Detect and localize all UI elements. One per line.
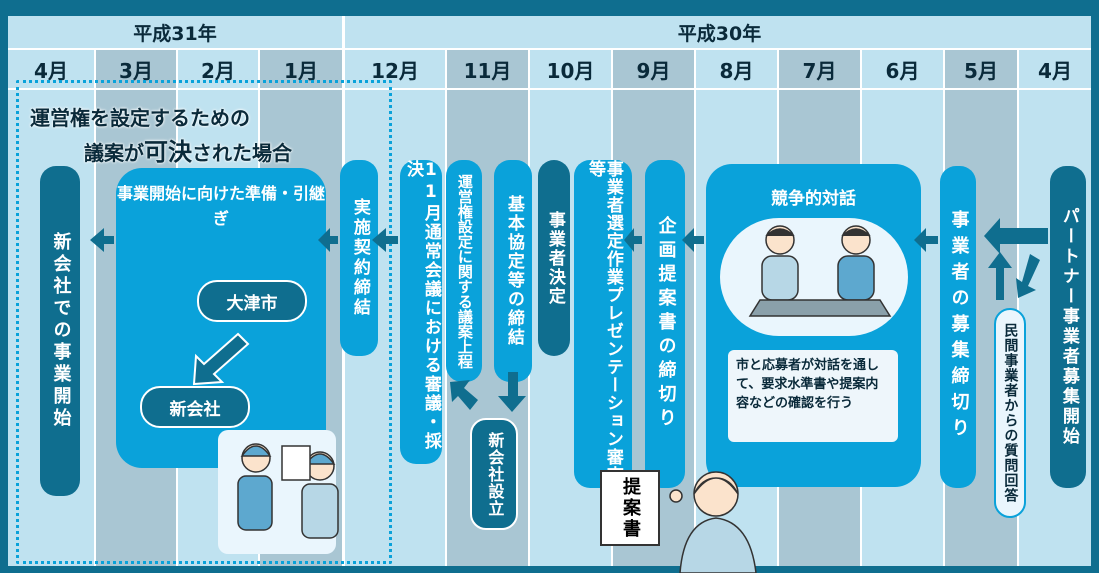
month-label: 2月 [201,58,235,83]
new-company-setup-bar: 新会社設立 [470,418,518,530]
scenario-caption-line1: 運営権を設定するための [30,106,250,130]
scenario-caption-line2: 議案が可決された場合 [84,138,292,166]
dialog-note: 市と応募者が対話を通して、要求水準書や提案内容などの確認を行う [728,350,898,442]
arrow-left [318,228,338,252]
header-divider [8,88,1091,90]
month-label: 4月 [34,58,68,83]
transfer-arrow [192,332,250,386]
contract-conclusion-bar: 実施契約締結 [340,160,378,356]
approved-emphasis: 可決 [144,138,192,166]
proposal-document: 提案書 [600,470,660,546]
recruit-deadline-bar: 事業者の募集締切り [940,166,976,488]
partner-recruit-start-bar: パートナー事業者募集開始 [1050,166,1086,488]
month-label: 1月 [284,58,318,83]
month-label: 8月 [719,58,754,83]
arrow-left [914,228,938,252]
year-label-h31: 平成31年 [8,16,342,48]
month-label: 5月 [964,58,998,83]
arrow-down [1016,254,1040,298]
meeting-people [748,225,892,317]
proposal-deadline-bar: 企画提案書の締切り [645,160,685,488]
woman-pointing-icon [669,471,757,573]
month-label: 6月 [885,58,920,83]
council-vote-bar: 11月通常会議における審議・採決 [400,160,442,464]
preparation-handover-title: 事業開始に向けた準備・引継ぎ [116,184,325,228]
arrow-left [90,228,114,252]
arrow-up [988,252,1012,300]
arrow-up [450,380,478,410]
year-label-h30: 平成30年 [342,16,1091,48]
bill-submission-bar: 運営権設定に関する議案上程 [446,160,482,382]
selection-presentation-bar: 事業者選定作業プレゼンテーション審査等 [574,160,632,488]
handshake-people [237,443,339,539]
arrow-left [984,218,1048,254]
arrow-down [498,372,526,412]
month-label: 12月 [371,58,419,83]
approved-scenario-region [16,80,392,564]
basic-agreement-bar: 基本協定等の締結 [494,160,532,382]
private-qa-bar: 民間事業者からの質問回答 [994,308,1026,518]
arrow-left [624,228,642,252]
month-label: 7月 [802,58,837,83]
new-company-pill: 新会社 [140,386,250,428]
business-start-bar: 新会社での事業開始 [40,166,80,496]
arrow-left [372,228,398,252]
month-label: 11月 [463,58,512,83]
month-label: 3月 [119,58,153,83]
otsu-city-pill: 大津市 [197,280,307,322]
arrow-left [682,228,704,252]
month-label: 9月 [636,58,671,83]
month-label: 4月 [1038,58,1072,83]
month-label: 10月 [546,58,595,83]
competitive-dialog-title: 競争的対話 [771,189,856,209]
business-decision-bar: 事業者決定 [538,160,570,356]
